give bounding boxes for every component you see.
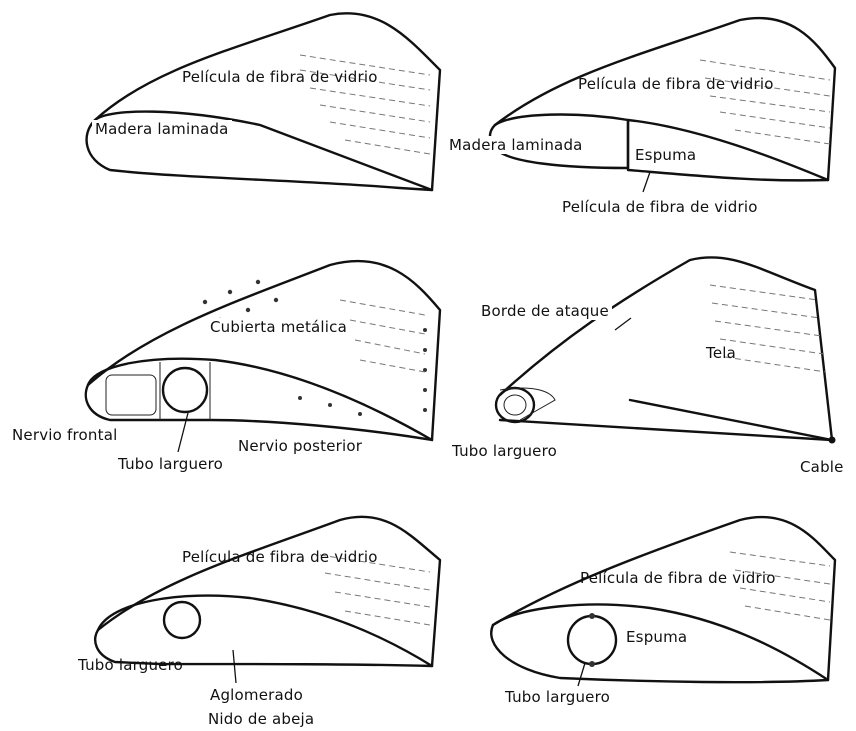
label-laminated-wood-2: Madera laminada bbox=[446, 136, 586, 154]
panel-metal bbox=[86, 261, 440, 452]
label-spar-tube-fabric: Tubo larguero bbox=[452, 442, 557, 460]
label-honeycomb: Nido de abeja bbox=[208, 710, 314, 728]
label-front-rib: Nervio frontal bbox=[12, 426, 117, 444]
label-foam-2: Espuma bbox=[632, 146, 699, 164]
label-fiberglass-skin-6: Película de fibra de vidrio bbox=[580, 569, 776, 587]
panel-fabric bbox=[496, 257, 836, 443]
panel-wood-foam bbox=[490, 18, 835, 192]
label-laminated-wood-1: Madera laminada bbox=[92, 120, 232, 138]
panel-foam-core bbox=[491, 517, 835, 686]
label-leading-edge: Borde de ataque bbox=[478, 302, 612, 320]
label-fiberglass-skin-1: Película de fibra de vidrio bbox=[182, 68, 378, 86]
label-fabric: Tela bbox=[706, 344, 736, 362]
panel-laminated-wood bbox=[87, 13, 440, 190]
label-fiberglass-skin-2: Película de fibra de vidrio bbox=[578, 75, 774, 93]
label-cable: Cable bbox=[800, 458, 844, 476]
label-fiberglass-lower-skin: Película de fibra de vidrio bbox=[562, 198, 758, 216]
label-metal-skin: Cubierta metálica bbox=[207, 318, 350, 336]
label-agglomerate: Aglomerado bbox=[210, 686, 303, 704]
label-spar-tube-foam: Tubo larguero bbox=[505, 688, 610, 706]
label-spar-tube-metal: Tubo larguero bbox=[118, 455, 223, 473]
label-foam-6: Espuma bbox=[626, 628, 687, 646]
label-spar-tube-honeycomb: Tubo larguero bbox=[78, 656, 183, 674]
label-fiberglass-skin-5: Película de fibra de vidrio bbox=[182, 548, 378, 566]
label-rear-rib: Nervio posterior bbox=[238, 437, 362, 455]
